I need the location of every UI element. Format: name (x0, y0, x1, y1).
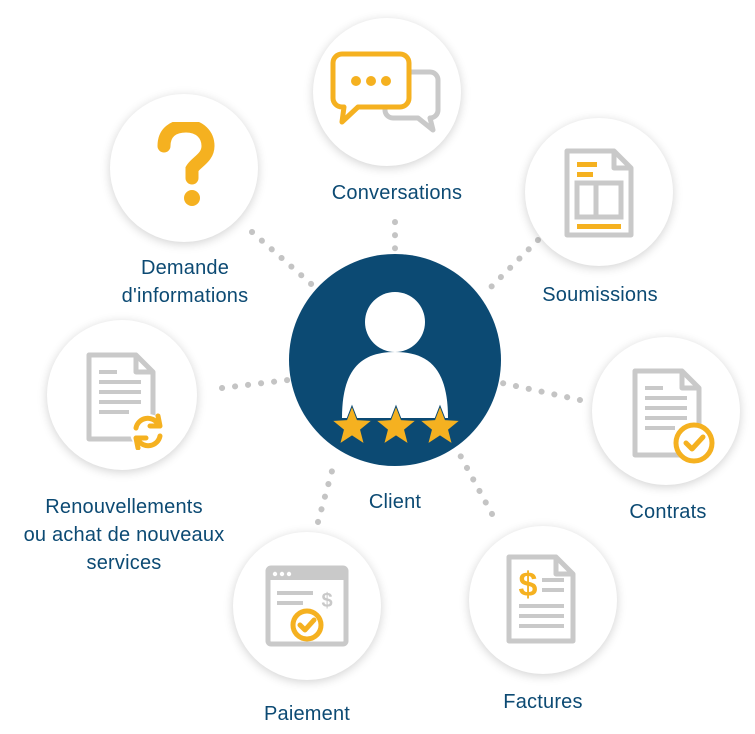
label-soumissions: Soumissions (542, 284, 658, 306)
connector-soumissions (485, 237, 541, 293)
star-icon (374, 404, 418, 446)
renewal-document-icon (86, 352, 166, 450)
invoice-icon: $ (506, 554, 576, 644)
label-conversations: Conversations (331, 182, 463, 204)
star-icon (418, 404, 462, 446)
node-demande (110, 94, 258, 242)
label-paiement: Paiement (263, 703, 351, 725)
label-renouvellements: Renouvellements ou achat de nouveaux ser… (23, 496, 225, 574)
quote-document-icon (564, 148, 634, 238)
chat-bubbles-icon (330, 51, 441, 133)
payment-window-icon: $ (265, 565, 349, 647)
connector-renouvellements (219, 377, 291, 391)
question-mark-icon (157, 122, 215, 206)
label-factures: Factures (503, 691, 583, 713)
rating-stars (330, 404, 462, 446)
label-contrats: Contrats (629, 501, 707, 523)
connector-contrats (499, 380, 583, 403)
svg-text:$: $ (519, 566, 538, 604)
connector-paiement (315, 457, 338, 525)
connector-demande (249, 229, 321, 293)
label-demande: Demande d'informations (121, 257, 249, 307)
connector-factures (457, 452, 495, 517)
contract-check-icon (632, 368, 715, 464)
star-icon (330, 404, 374, 446)
client-avatar-icon (342, 292, 448, 418)
svg-text:$: $ (321, 590, 332, 612)
label-client: Client (368, 491, 422, 513)
